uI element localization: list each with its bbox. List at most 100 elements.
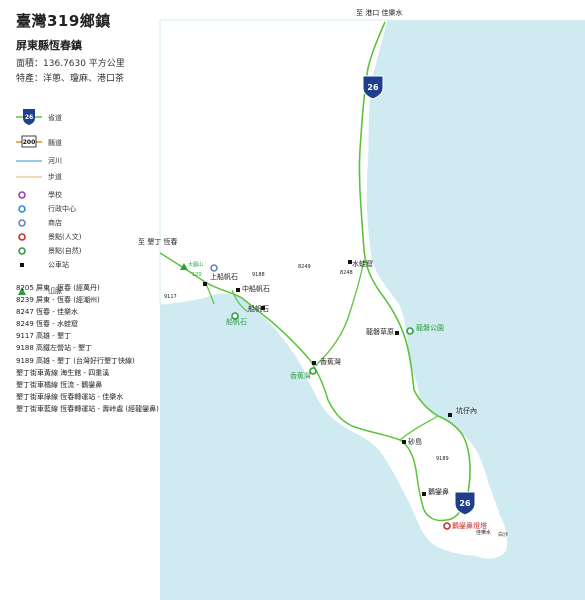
label-bus-8248: 8248 (340, 270, 353, 276)
provincial-road-26 (358, 21, 471, 521)
legend-trail: 步道 (16, 170, 156, 184)
legend-label: 行政中心 (48, 205, 76, 213)
label-jialeshui: 佳樂水 (476, 529, 491, 536)
label-bus-9117: 9117 (164, 294, 177, 300)
legend-label: 縣道 (48, 139, 62, 147)
legend-label: 學校 (48, 191, 62, 199)
bus-route: 8239 屏東 - 恆春 (經潮州) (16, 296, 100, 305)
legend-label: 景點(人文) (48, 233, 82, 241)
label-shadao: 砂島 (408, 437, 422, 446)
cultural-scenic-marker (443, 522, 451, 530)
bus-route: 墾丁街車橘線 恆流 - 鵝鑾鼻 (16, 380, 103, 389)
legend-school: 學校 (16, 188, 156, 202)
legend-provincial-road: 26 省道 (16, 108, 156, 126)
road-link-kengnei (399, 415, 439, 441)
natural-scenic-marker (406, 327, 414, 335)
svg-text:26: 26 (25, 114, 33, 121)
legend-label: 山脈 (48, 287, 62, 295)
label-xiangjiaowan-nature: 香蕉灣 (290, 371, 311, 380)
label-eluanbi: 鵝鑾鼻 (428, 487, 449, 496)
bus-stop-marker (312, 361, 316, 365)
label-eluanbi-lighthouse: 鵝鑾鼻燈塔 (452, 521, 487, 530)
legend-label: 步道 (48, 173, 62, 181)
label-to-kenting: 至 墾丁 恆春 (138, 237, 177, 246)
bus-stop-marker (395, 331, 399, 335)
bus-stop-marker (236, 288, 240, 292)
road-west-coast (159, 252, 447, 522)
label-chuanfan: 船帆石 (248, 304, 269, 313)
specialty-info: 特產：洋蔥、瓊麻、港口茶 (16, 74, 125, 84)
bus-route: 9117 高雄 - 墾丁 (16, 332, 72, 341)
label-zhongchuanfan: 中船帆石 (242, 284, 270, 293)
road-east-branch (315, 259, 365, 367)
label-shuiwaku: 水蛙窟 (352, 259, 373, 268)
legend-label: 商店 (48, 219, 62, 227)
bus-route: 墾丁街車黃線 海生館 - 四重溪 (16, 368, 110, 377)
label-taipingshan: 大圓山 (188, 261, 203, 268)
legend-store: 商店 (16, 216, 156, 230)
label-chuanfan-rock: 船帆石 (226, 317, 247, 326)
route-shield-26-north: 26 (362, 75, 384, 100)
natural-scenic-marker (231, 312, 239, 320)
map-legend: 26 省道 200 縣道 河川 步道 學校 行政中心 商店 景點(人文) 景點(… (16, 108, 156, 298)
shield-label: 26 (367, 83, 379, 92)
label-xiangjiaowan: 香蕉灣 (320, 357, 341, 366)
bus-route: 9189 高雄 - 墾丁 (台灣好行墾丁快線) (16, 356, 135, 365)
bus-stop-marker (203, 282, 207, 286)
label-bus-9188: 9188 (252, 272, 265, 278)
admin-center-icon (18, 205, 26, 213)
mountain-marker (180, 263, 188, 270)
label-bus-9189: 9189 (436, 456, 449, 462)
legend-label: 景點(自然) (48, 247, 82, 255)
legend-mountain: 山脈 (16, 284, 156, 298)
shield-label: 26 (459, 499, 471, 508)
bus-stop-marker (402, 440, 406, 444)
legend-county-road: 200 縣道 (16, 134, 156, 150)
bus-route: 8247 恆春 - 佳樂水 (16, 308, 79, 317)
bus-stop-marker (448, 413, 452, 417)
bus-stop-marker (348, 260, 352, 264)
natural-scenic-marker (309, 367, 317, 375)
label-longpan-park: 龍磐公園 (416, 323, 444, 332)
bus-stop-marker (422, 492, 426, 496)
bus-route: 9188 高鐵左營站 - 墾丁 (16, 344, 93, 353)
bus-route: 墾丁街車藍線 恆春轉運站 - 壽峠處 (經龍鑾鼻) (16, 404, 159, 413)
legend-admin-center: 行政中心 (16, 202, 156, 216)
bus-route: 8249 恆春 - 水蛙窟 (16, 320, 79, 329)
shield-200-icon: 200 (16, 135, 42, 148)
bus-stop-icon (20, 263, 24, 267)
cultural-scenic-icon (18, 233, 26, 241)
legend-bus-stop: 公車站 (16, 258, 156, 272)
bus-route: 8205 屏東 - 恆春 (經萬丹) (16, 284, 100, 292)
mountain-icon (18, 287, 26, 295)
label-to-jialeshui: 至 港口 佳樂水 (356, 8, 402, 17)
page-title: 臺灣319鄉鎮 (16, 12, 111, 30)
store-marker (210, 264, 218, 272)
legend-label: 公車站 (48, 261, 69, 269)
legend-label: 省道 (48, 114, 62, 122)
label-longpan: 龍磐草原 (366, 327, 394, 336)
river-icon (16, 160, 42, 162)
area-info: 面積：136.7630 平方公里 (16, 59, 125, 69)
route-shield-26-south: 26 (454, 491, 476, 516)
legend-scenic-natural: 景點(自然) (16, 244, 156, 258)
trail-icon (16, 176, 42, 178)
shield-26-icon: 26 (16, 109, 42, 125)
natural-scenic-icon (18, 247, 26, 255)
legend-scenic-cultural: 景點(人文) (16, 230, 156, 244)
store-icon (18, 219, 26, 227)
school-icon (18, 191, 26, 199)
bus-route-list: 8205 屏東 - 恆春 (經萬丹) 8239 屏東 - 恆春 (經潮州) 82… (16, 282, 159, 415)
land-area (159, 19, 509, 560)
label-baisha: 白沙 (498, 531, 508, 538)
label-mountain-elev: 120 (192, 272, 202, 278)
label-kengnei: 坑仔內 (456, 406, 477, 415)
bus-stop-marker (261, 306, 265, 310)
label-bus-8249-a: 8249 (298, 264, 311, 270)
legend-label: 河川 (48, 157, 62, 165)
legend-river: 河川 (16, 154, 156, 168)
page-subtitle: 屏東縣恆春鎮 (16, 39, 82, 52)
label-shangchuanfan: 上船帆石 (210, 272, 238, 281)
svg-text:200: 200 (23, 139, 36, 146)
